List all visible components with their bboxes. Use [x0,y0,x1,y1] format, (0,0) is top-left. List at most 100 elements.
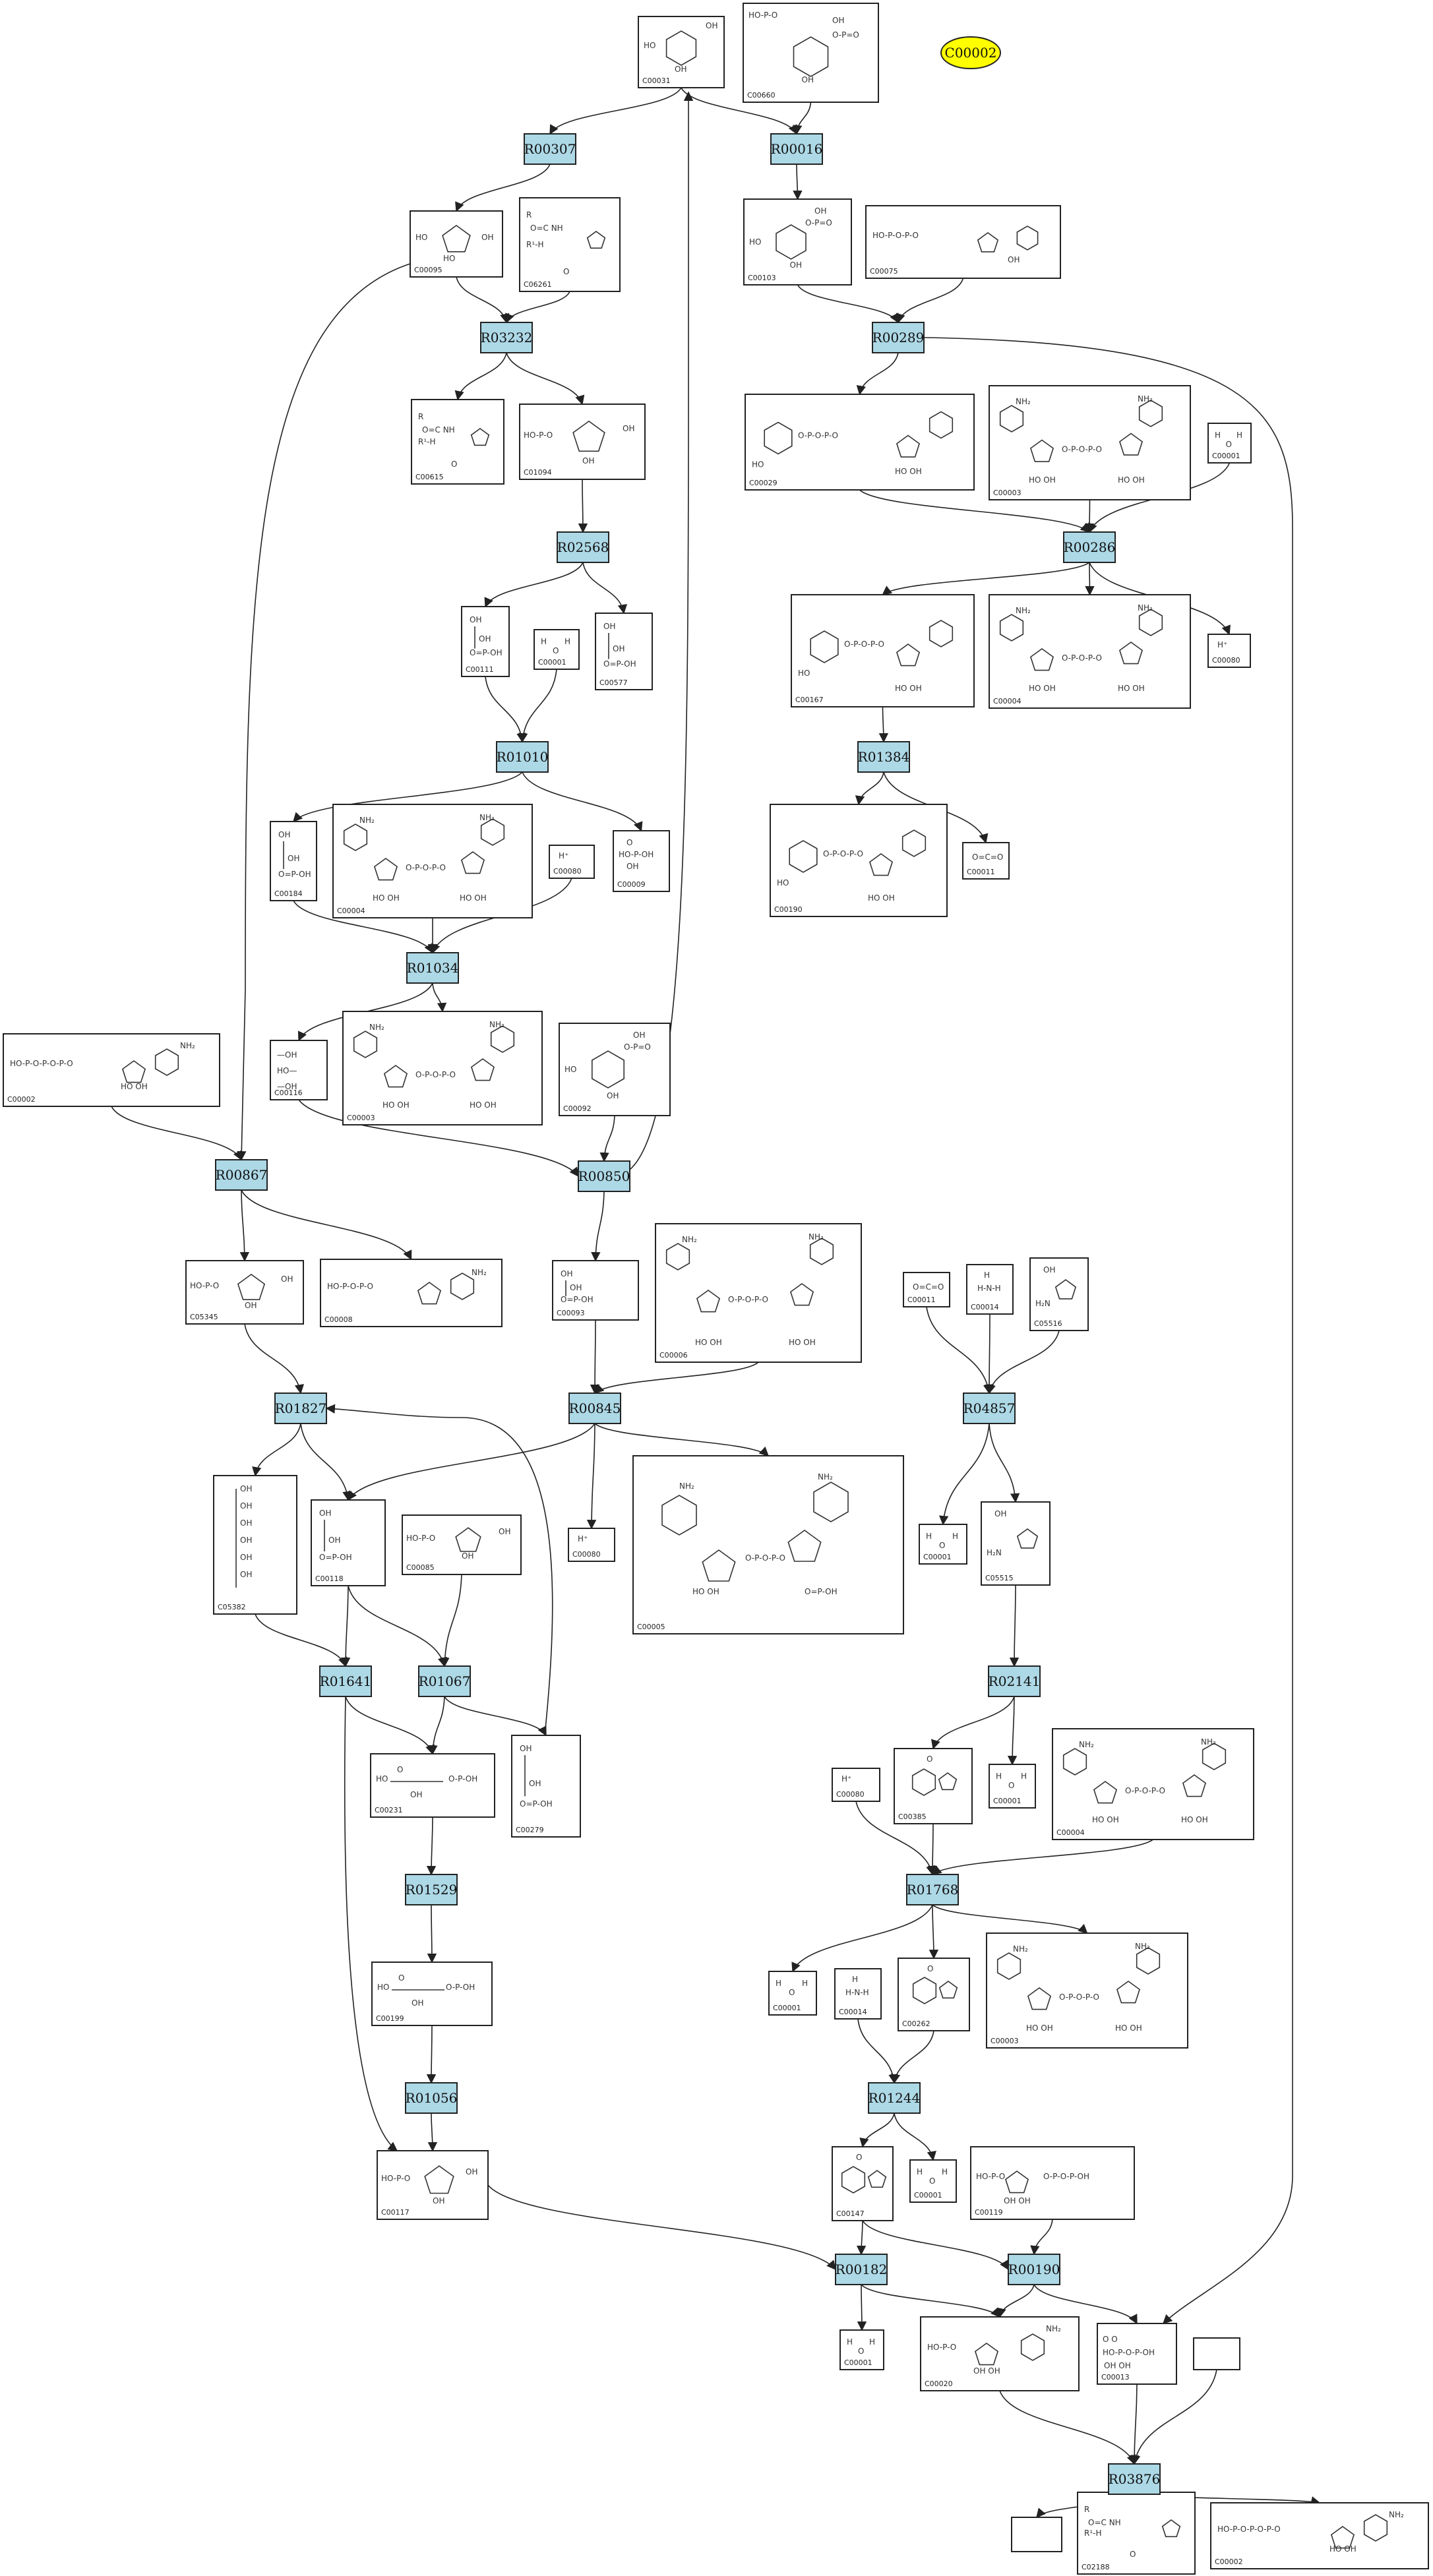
compound-node[interactable] [1011,2517,1062,2552]
reaction-node[interactable]: R01067 [418,1665,471,1697]
reaction-node[interactable]: R00850 [578,1160,630,1192]
reaction-node[interactable]: R01034 [406,952,459,984]
compound-box [410,210,503,278]
compound-node[interactable]: H⁺C00080 [832,1768,880,1802]
reaction-node[interactable]: R01768 [906,1874,959,1905]
reaction-node[interactable]: R00016 [770,133,823,165]
reaction-node[interactable]: R00286 [1063,531,1116,563]
reaction-node[interactable]: R00867 [215,1159,268,1191]
svg-text:OH: OH [582,456,594,465]
pathway-edge [862,2220,1009,2271]
compound-label: C00660 [747,91,776,100]
reaction-node[interactable]: R00845 [568,1393,621,1424]
compound-node[interactable]: H⁺C00080 [549,845,595,879]
compound-node[interactable] [1193,2337,1240,2370]
svg-text:OH: OH [410,1790,422,1799]
svg-text:O-P-OH: O-P-OH [446,1983,475,1992]
reaction-node[interactable]: R01529 [405,1874,458,1905]
reaction-node[interactable]: R03232 [480,322,533,353]
pathway-edge [578,479,588,533]
reaction-node[interactable]: R01056 [405,2082,458,2114]
reaction-node[interactable]: R01827 [274,1393,327,1424]
compound-node[interactable]: H⁺C00080 [568,1528,615,1562]
reaction-node[interactable]: R01244 [868,2082,921,2114]
reaction-node[interactable]: R01384 [857,741,910,773]
reaction-node[interactable]: R01641 [319,1665,372,1697]
reaction-node[interactable]: R00289 [872,322,925,353]
compound-label: C00095 [414,266,442,274]
compound-box [919,1524,967,1565]
reaction-node[interactable]: R04857 [963,1393,1016,1424]
reaction-node[interactable]: R00190 [1008,2254,1060,2285]
reaction-node[interactable]: R00307 [524,133,576,165]
compound-node[interactable]: H⁺C00080 [1207,634,1251,668]
reaction-node[interactable]: R01010 [496,741,549,773]
compound-label: C00009 [617,880,646,889]
reaction-node[interactable]: R02141 [988,1665,1041,1697]
reaction-node[interactable]: R02568 [557,531,609,563]
compound-label: C05345 [190,1313,218,1321]
svg-text:H₂N: H₂N [987,1548,1002,1557]
reaction-node[interactable]: R00182 [835,2254,888,2285]
reaction-node[interactable]: R03876 [1108,2463,1161,2495]
